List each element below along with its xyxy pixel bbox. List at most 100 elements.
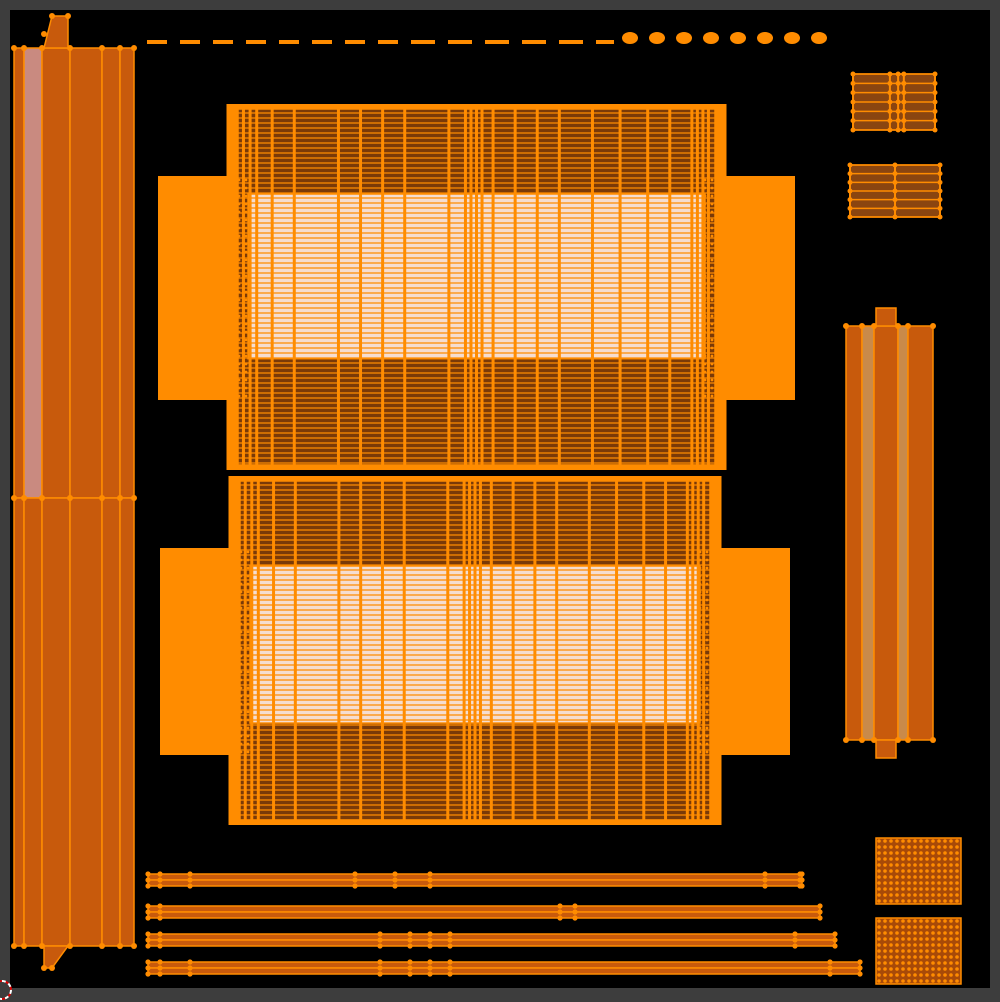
uv-vertex: [188, 378, 192, 382]
uv-vertex: [931, 887, 935, 891]
uv-vertex: [949, 851, 953, 855]
uv-vertex: [745, 370, 749, 374]
uv-vertex: [775, 582, 779, 586]
uv-vertex: [775, 718, 779, 722]
uv-vertex: [157, 959, 163, 965]
uv-vertex: [239, 646, 243, 650]
uv-vertex: [883, 979, 887, 983]
uv-vertex: [901, 108, 907, 114]
uv-vertex: [427, 871, 433, 877]
uv-vertex: [925, 875, 929, 879]
uv-vertex: [747, 582, 751, 586]
uv-vertex: [202, 250, 206, 254]
uv-vertex: [232, 654, 236, 658]
uv-vertex: [183, 718, 187, 722]
uv-vertex: [216, 274, 220, 278]
uv-vertex: [216, 354, 220, 358]
uv-vertex: [145, 937, 151, 943]
uv-vertex: [377, 931, 383, 937]
uv-vertex: [937, 893, 941, 897]
uv-vertex: [21, 45, 27, 51]
uv-vertex: [162, 702, 166, 706]
uv-vertex: [427, 965, 433, 971]
uv-vertex: [162, 678, 166, 682]
uv-vertex: [169, 614, 173, 618]
uv-vertex: [745, 378, 749, 382]
uv-vertex: [931, 893, 935, 897]
uv-vertex: [712, 606, 716, 610]
uv-vertex: [705, 726, 709, 730]
uv-vertex: [761, 662, 765, 666]
uv-vertex: [209, 330, 213, 334]
uv-vertex: [738, 378, 742, 382]
uv-vertex: [160, 338, 164, 342]
uv-vertex: [174, 218, 178, 222]
uv-vertex: [204, 750, 208, 754]
uv-vertex: [197, 734, 201, 738]
uv-vertex: [877, 893, 881, 897]
uv-vertex: [246, 646, 250, 650]
uv-vertex: [705, 566, 709, 570]
uv-vertex: [782, 694, 786, 698]
uv-vertex: [710, 194, 714, 198]
uv-vertex: [752, 306, 756, 310]
uv-vertex: [889, 919, 893, 923]
uv-vertex: [710, 210, 714, 214]
uv-vertex: [931, 875, 935, 879]
uv-vertex: [719, 582, 723, 586]
uv-vertex: [747, 742, 751, 746]
uv-vertex: [719, 638, 723, 642]
uv-vertex: [787, 394, 791, 398]
uv-vertex: [703, 306, 707, 310]
uv-vertex: [223, 306, 227, 310]
2d-cursor-icon[interactable]: [0, 978, 14, 1002]
uv-vertex: [782, 638, 786, 642]
uv-vertex: [176, 654, 180, 658]
uv-vertex: [782, 558, 786, 562]
uv-vertex: [167, 234, 171, 238]
uv-vertex: [209, 210, 213, 214]
uv-vertex: [167, 218, 171, 222]
uv-vertex: [895, 99, 901, 105]
uv-vertex: [913, 955, 917, 959]
uv-vertex: [738, 370, 742, 374]
uv-island-right-vertical: [843, 307, 936, 759]
uv-vertex: [232, 710, 236, 714]
uv-vertex: [99, 495, 105, 501]
uv-vertex: [773, 250, 777, 254]
uv-vertex: [726, 638, 730, 642]
uv-vertex: [754, 574, 758, 578]
uv-vertex: [204, 734, 208, 738]
uv-vertex: [710, 378, 714, 382]
uv-vertex: [877, 869, 881, 873]
uv-vertex: [230, 218, 234, 222]
uv-vertex: [225, 622, 229, 626]
uv-vertex: [246, 686, 250, 690]
uv-vertex: [761, 550, 765, 554]
uv-vertex: [889, 955, 893, 959]
uv-vertex: [183, 686, 187, 690]
uv-vertex: [167, 394, 171, 398]
uv-vertex: [183, 694, 187, 698]
uv-vertex: [195, 290, 199, 294]
uv-vertex: [740, 582, 744, 586]
uv-vertex: [202, 362, 206, 366]
uv-vertex: [698, 598, 702, 602]
uv-vertex: [780, 322, 784, 326]
uv-vertex: [925, 893, 929, 897]
uv-vertex: [169, 750, 173, 754]
uv-vertex: [726, 606, 730, 610]
uv-vertex: [773, 362, 777, 366]
uv-vertex: [169, 582, 173, 586]
uv-vertex: [780, 210, 784, 214]
uv-vertex: [780, 290, 784, 294]
uv-vertex: [719, 678, 723, 682]
uv-vertex: [710, 338, 714, 342]
uv-vertex: [190, 582, 194, 586]
uv-vertex: [901, 887, 905, 891]
uv-vertex: [949, 961, 953, 965]
uv-vertex: [181, 370, 185, 374]
uv-vertex: [766, 234, 770, 238]
